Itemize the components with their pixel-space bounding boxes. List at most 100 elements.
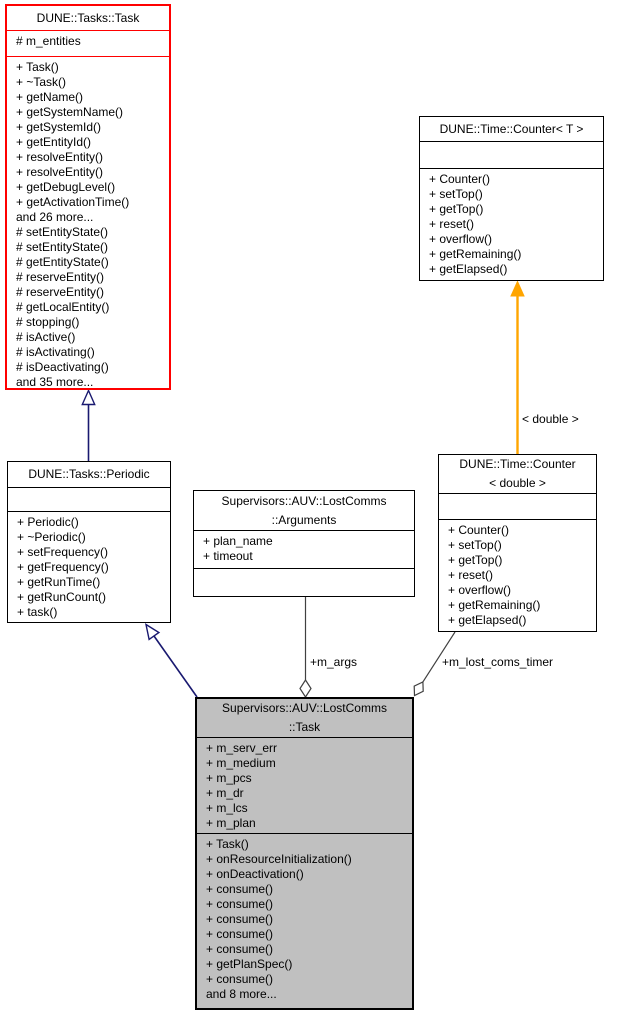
attribute-row: + m_dr	[206, 786, 244, 800]
attribute-row: + m_serv_err	[206, 741, 278, 755]
class-title: DUNE::Tasks::Task	[7, 6, 169, 31]
class-attributes: # m_entities	[7, 31, 169, 57]
method-row: # isActive()	[16, 330, 76, 344]
method-row: # reserveEntity()	[16, 270, 105, 284]
method-row: + getRemaining()	[448, 598, 541, 612]
method-row: + resolveEntity()	[16, 165, 104, 179]
method-row: + Counter()	[429, 172, 491, 186]
method-row: + getSystemName()	[16, 105, 124, 119]
method-row: + getTop()	[448, 553, 503, 567]
inheritance-edge-periodic-to-task	[81, 388, 96, 461]
method-row: and 8 more...	[206, 987, 277, 1001]
method-row: # setEntityState()	[16, 225, 109, 239]
class-title: Supervisors::AUV::LostComms::Task	[197, 699, 412, 738]
method-row: + getSystemId()	[16, 120, 102, 134]
template-edge-counterdouble-to-countert	[510, 280, 525, 454]
class-attributes: + plan_name+ timeout	[194, 531, 414, 569]
attribute-row: + m_plan	[206, 816, 256, 830]
method-row: + getPlanSpec()	[206, 957, 293, 971]
method-row: + getElapsed()	[448, 613, 527, 627]
method-row: + Task()	[16, 60, 59, 74]
class-title-line: Supervisors::AUV::LostComms	[222, 701, 387, 715]
class-methods	[194, 569, 414, 596]
method-row: + getTop()	[429, 202, 484, 216]
class-node-dune-time-counter-t[interactable]: DUNE::Time::Counter< T > + Counter()+ se…	[419, 116, 604, 281]
class-methods: + Task()+ ~Task()+ getName()+ getSystemN…	[7, 57, 169, 388]
class-attributes	[439, 494, 596, 520]
method-row: # isActivating()	[16, 345, 95, 359]
method-row: + Periodic()	[17, 515, 79, 529]
method-row: + Counter()	[448, 523, 510, 537]
attribute-row: + timeout	[203, 549, 253, 563]
class-attributes	[420, 142, 603, 169]
method-row: + overflow()	[448, 583, 512, 597]
method-row: + consume()	[206, 927, 274, 941]
method-row: # reserveEntity()	[16, 285, 105, 299]
method-row: + getDebugLevel()	[16, 180, 116, 194]
class-title-line: Supervisors::AUV::LostComms	[221, 493, 387, 508]
class-title: DUNE::Time::Counter< T >	[420, 117, 603, 142]
method-row: + Task()	[206, 837, 249, 851]
class-attributes	[8, 488, 170, 512]
method-row: + consume()	[206, 942, 274, 956]
class-methods: + Periodic()+ ~Periodic()+ setFrequency(…	[8, 512, 170, 622]
method-row: + getFrequency()	[17, 560, 109, 574]
method-row: + getName()	[16, 90, 84, 104]
class-title: DUNE::Tasks::Periodic	[8, 462, 170, 488]
method-row: + consume()	[206, 912, 274, 926]
method-row: # getEntityState()	[16, 255, 109, 269]
method-row: + consume()	[206, 972, 274, 986]
method-row: + overflow()	[429, 232, 493, 246]
method-row: and 35 more...	[16, 375, 94, 388]
method-row: + onDeactivation()	[206, 867, 304, 881]
class-title-line: DUNE::Tasks::Periodic	[28, 467, 150, 481]
class-title-line: DUNE::Tasks::Task	[36, 11, 140, 25]
method-row: + getActivationTime()	[16, 195, 130, 209]
template-args-label: < double >	[522, 412, 579, 426]
attribute-row: + m_pcs	[206, 771, 252, 785]
class-title-line: DUNE::Time::Counter	[459, 457, 576, 471]
method-row: + reset()	[429, 217, 475, 231]
method-row: + reset()	[448, 568, 494, 582]
attribute-row: + m_medium	[206, 756, 276, 770]
method-row: + task()	[17, 605, 58, 619]
class-node-dune-tasks-task[interactable]: DUNE::Tasks::Task # m_entities + Task()+…	[5, 4, 171, 390]
class-title-line: ::Task	[288, 720, 321, 734]
method-row: + getElapsed()	[429, 262, 508, 276]
class-node-supervisors-auv-lostcomms-arguments[interactable]: Supervisors::AUV::LostComms::Arguments +…	[193, 490, 415, 597]
class-title-line: < double >	[489, 476, 546, 490]
inheritance-edge-lostcommstask-to-periodic	[144, 623, 198, 698]
method-row: + consume()	[206, 897, 274, 911]
class-attributes: + m_serv_err+ m_medium+ m_pcs+ m_dr+ m_l…	[197, 738, 412, 834]
attribute-row: # m_entities	[16, 34, 81, 48]
method-row: + getRunTime()	[17, 575, 101, 589]
method-row: + onResourceInitialization()	[206, 852, 352, 866]
class-title-line: ::Arguments	[271, 512, 337, 527]
method-row: # isDeactivating()	[16, 360, 109, 374]
method-row: + getRemaining()	[429, 247, 522, 261]
method-row: + getRunCount()	[17, 590, 107, 604]
method-row: # setEntityState()	[16, 240, 109, 254]
lost-coms-timer-edge-label: +m_lost_coms_timer	[442, 655, 554, 669]
method-row: + setTop()	[448, 538, 502, 552]
class-node-supervisors-auv-lostcomms-task-focus: Supervisors::AUV::LostComms::Task + m_se…	[195, 697, 414, 1010]
method-row: + getEntityId()	[16, 135, 92, 149]
method-row: # stopping()	[16, 315, 80, 329]
class-title: Supervisors::AUV::LostComms::Arguments	[194, 491, 414, 531]
method-row: + ~Task()	[16, 75, 67, 89]
method-row: # getLocalEntity()	[16, 300, 110, 314]
class-title-line: DUNE::Time::Counter< T >	[439, 121, 584, 136]
attribute-row: + m_lcs	[206, 801, 248, 815]
aggregation-edge-m-args	[299, 597, 312, 699]
method-row: + resolveEntity()	[16, 150, 104, 164]
method-row: + setFrequency()	[17, 545, 109, 559]
class-methods: + Counter()+ setTop()+ getTop()+ reset()…	[420, 169, 603, 280]
attribute-row: + plan_name	[203, 534, 273, 548]
class-title: DUNE::Time::Counter< double >	[439, 455, 596, 494]
method-row: + ~Periodic()	[17, 530, 86, 544]
method-row: + consume()	[206, 882, 274, 896]
class-node-dune-time-counter-double[interactable]: DUNE::Time::Counter< double > + Counter(…	[438, 454, 597, 632]
class-methods: + Task()+ onResourceInitialization()+ on…	[197, 834, 412, 1008]
class-node-dune-tasks-periodic[interactable]: DUNE::Tasks::Periodic + Periodic()+ ~Per…	[7, 461, 171, 623]
class-methods: + Counter()+ setTop()+ getTop()+ reset()…	[439, 520, 596, 631]
